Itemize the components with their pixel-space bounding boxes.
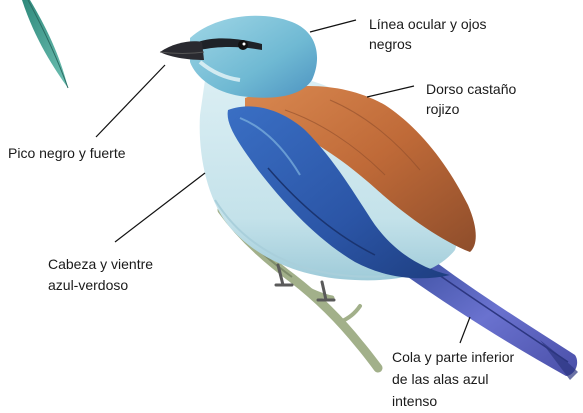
label-tail-wings: Cola y parte inferior de las alas azul i… (392, 349, 518, 409)
label-head-belly: Cabeza y vientre azul-verdoso (48, 256, 157, 293)
labels: Línea ocular y ojos negros Dorso castaño… (8, 16, 520, 409)
rufous-back (245, 85, 476, 252)
label-line: azul-verdoso (48, 277, 128, 293)
leader-eye-line (309, 19, 357, 33)
bird-head (190, 15, 318, 98)
label-line: Pico negro y fuerte (8, 145, 126, 161)
leader-head-belly (114, 172, 206, 243)
leader-back (366, 85, 415, 98)
label-line: negros (369, 36, 412, 52)
leader-beak (95, 64, 166, 138)
label-line: Cola y parte inferior (392, 349, 515, 365)
label-line: Línea ocular y ojos (369, 16, 487, 32)
label-beak: Pico negro y fuerte (8, 145, 126, 161)
leader-lines (95, 19, 471, 344)
blue-wing (227, 106, 450, 279)
label-line: Cabeza y vientre (48, 256, 153, 272)
leader-tail-wings (459, 316, 471, 344)
label-eye-line: Línea ocular y ojos negros (369, 16, 490, 52)
label-back: Dorso castaño rojizo (426, 81, 520, 117)
feet (274, 263, 336, 302)
black-beak (159, 41, 205, 60)
label-line: Dorso castaño (426, 81, 516, 97)
label-line: intenso (392, 393, 437, 409)
feather-fragment (22, 0, 69, 89)
label-line: de las alas azul (392, 371, 489, 387)
label-line: rojizo (426, 101, 460, 117)
